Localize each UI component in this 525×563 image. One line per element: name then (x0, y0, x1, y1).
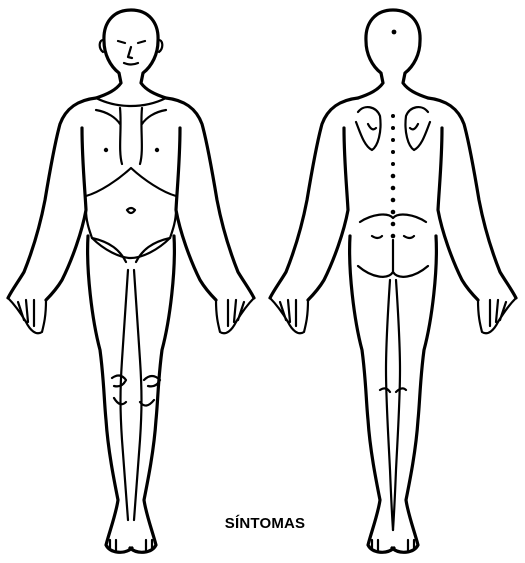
spine-dots-icon (391, 114, 396, 238)
front-right-hand-icon (216, 298, 254, 333)
front-legs-icon (88, 236, 132, 552)
body-front-figure (8, 10, 254, 552)
caption-label: SÍNTOMAS (205, 513, 325, 535)
back-head-icon (358, 10, 428, 98)
buttocks-icon (358, 240, 428, 277)
front-left-hand-icon (8, 298, 46, 333)
front-head-icon (96, 10, 166, 98)
back-left-hand-icon (270, 298, 308, 333)
front-face-icon (118, 41, 145, 65)
back-right-hand-icon (478, 298, 516, 333)
body-back-figure (270, 10, 516, 552)
